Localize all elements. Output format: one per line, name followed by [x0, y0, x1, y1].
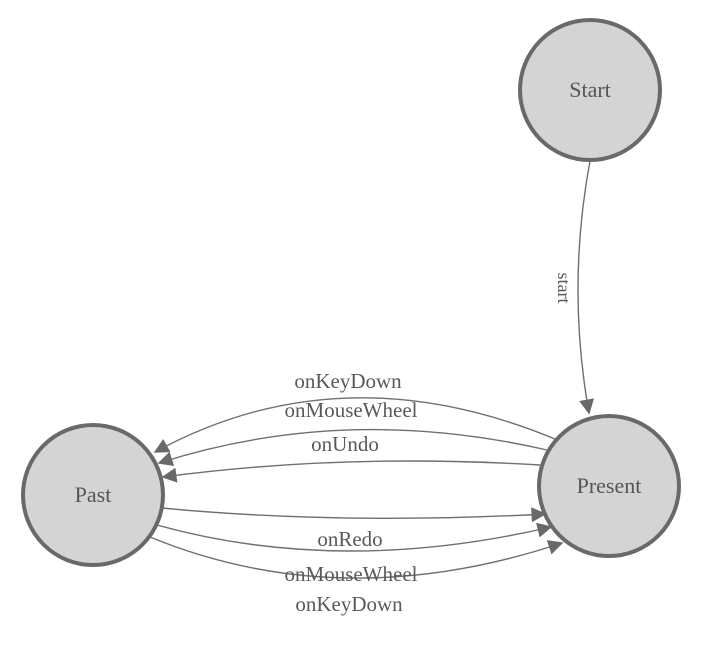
edge-present-to-past-onundo[interactable]: [161, 460, 541, 483]
edge-past-to-present-onmousewheel[interactable]: [156, 522, 553, 552]
edge-start-to-present[interactable]: [577, 160, 595, 415]
state-node-start[interactable]: [518, 18, 662, 162]
edge-label-onmousewheel-bottom: onMouseWheel: [285, 562, 418, 586]
edge-label-start: start: [554, 273, 574, 304]
state-node-present[interactable]: [537, 414, 681, 558]
edge-label-onkeydown-top: onKeyDown: [294, 369, 402, 393]
edge-past-to-present-onredo[interactable]: [161, 507, 547, 523]
state-node-past[interactable]: [21, 423, 165, 567]
edge-past-to-present-onkeydown[interactable]: [149, 536, 564, 579]
edge-label-onredo: onRedo: [317, 527, 382, 551]
edge-present-to-past-onkeydown[interactable]: [153, 397, 556, 453]
edge-label-onkeydown-bottom: onKeyDown: [295, 592, 403, 616]
edge-present-to-past-onmousewheel[interactable]: [157, 428, 548, 467]
edge-label-onundo: onUndo: [311, 432, 379, 456]
